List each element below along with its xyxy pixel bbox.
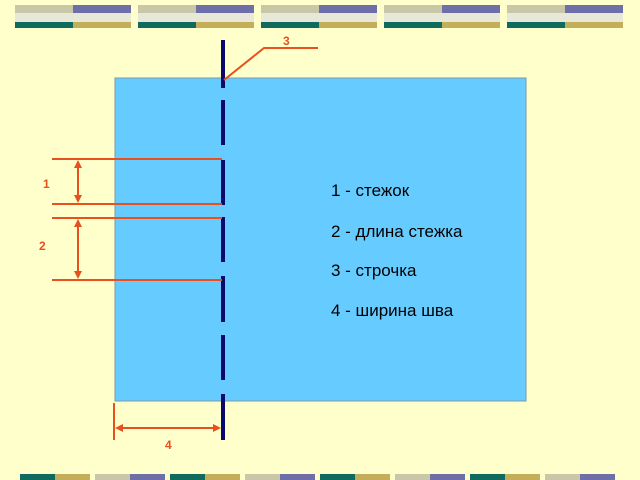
decorative-tile-strip bbox=[55, 474, 90, 480]
decorative-tile-strip bbox=[384, 13, 500, 22]
decorative-tile-strip bbox=[15, 13, 131, 22]
decorative-tile-strip bbox=[261, 13, 377, 22]
bottom-decorative-band bbox=[20, 474, 615, 480]
decorative-tile-strip bbox=[15, 22, 73, 28]
decorative-tile-strip bbox=[261, 22, 319, 28]
arrowhead bbox=[74, 271, 82, 279]
arrowheads bbox=[74, 160, 221, 432]
arrowhead bbox=[115, 424, 123, 432]
decorative-tile-strip bbox=[170, 474, 205, 480]
decorative-tile-strip bbox=[73, 22, 131, 28]
decorative-tile-strip bbox=[205, 474, 240, 480]
decorative-tile-strip bbox=[245, 474, 280, 480]
legend-item-4: 4 - ширина шва bbox=[331, 301, 454, 320]
decorative-tile-strip bbox=[384, 22, 442, 28]
decorative-tile-strip bbox=[430, 474, 465, 480]
decorative-tile-strip bbox=[319, 22, 377, 28]
legend-item-3: 3 - строчка bbox=[331, 261, 417, 280]
arrowhead bbox=[74, 219, 82, 227]
decorative-tile-strip bbox=[507, 5, 565, 13]
label-4: 4 bbox=[165, 438, 172, 452]
decorative-tile-strip bbox=[442, 22, 500, 28]
decorative-tile-strip bbox=[73, 5, 131, 13]
decorative-tile-strip bbox=[545, 474, 580, 480]
decorative-tile-strip bbox=[442, 5, 500, 13]
decorative-tile-strip bbox=[395, 474, 430, 480]
legend: 1 - стежок 2 - длина стежка 3 - строчка … bbox=[331, 181, 463, 320]
decorative-tile-strip bbox=[138, 5, 196, 13]
decorative-tile-strip bbox=[196, 22, 254, 28]
label-3: 3 bbox=[283, 34, 290, 48]
decorative-tile-strip bbox=[565, 22, 623, 28]
arrowhead bbox=[74, 195, 82, 203]
decorative-tile-strip bbox=[261, 5, 319, 13]
decorative-tile-strip bbox=[130, 474, 165, 480]
decorative-tile-strip bbox=[384, 5, 442, 13]
arrowhead bbox=[74, 160, 82, 168]
decorative-tile-strip bbox=[507, 22, 565, 28]
fabric-panel bbox=[114, 77, 527, 402]
arrowhead bbox=[213, 424, 221, 432]
label-2: 2 bbox=[39, 239, 46, 253]
legend-item-1: 1 - стежок bbox=[331, 181, 410, 200]
annotations bbox=[52, 47, 318, 440]
decorative-tile-strip bbox=[319, 5, 377, 13]
decorative-tile-strip bbox=[20, 474, 55, 480]
decorative-tile-strip bbox=[95, 474, 130, 480]
decorative-tile-strip bbox=[320, 474, 355, 480]
top-decorative-band bbox=[15, 5, 623, 28]
decorative-tile-strip bbox=[507, 13, 623, 22]
decorative-tile-strip bbox=[580, 474, 615, 480]
decorative-tile-strip bbox=[470, 474, 505, 480]
legend-item-2: 2 - длина стежка bbox=[331, 222, 463, 241]
decorative-tile-strip bbox=[565, 5, 623, 13]
decorative-tile-strip bbox=[138, 13, 254, 22]
decorative-tile-strip bbox=[15, 5, 73, 13]
decorative-tile-strip bbox=[280, 474, 315, 480]
decorative-tile-strip bbox=[355, 474, 390, 480]
seam-leader-line bbox=[223, 47, 318, 81]
decorative-tile-strip bbox=[138, 22, 196, 28]
label-1: 1 bbox=[43, 177, 50, 191]
decorative-tile-strip bbox=[196, 5, 254, 13]
decorative-tile-strip bbox=[505, 474, 540, 480]
